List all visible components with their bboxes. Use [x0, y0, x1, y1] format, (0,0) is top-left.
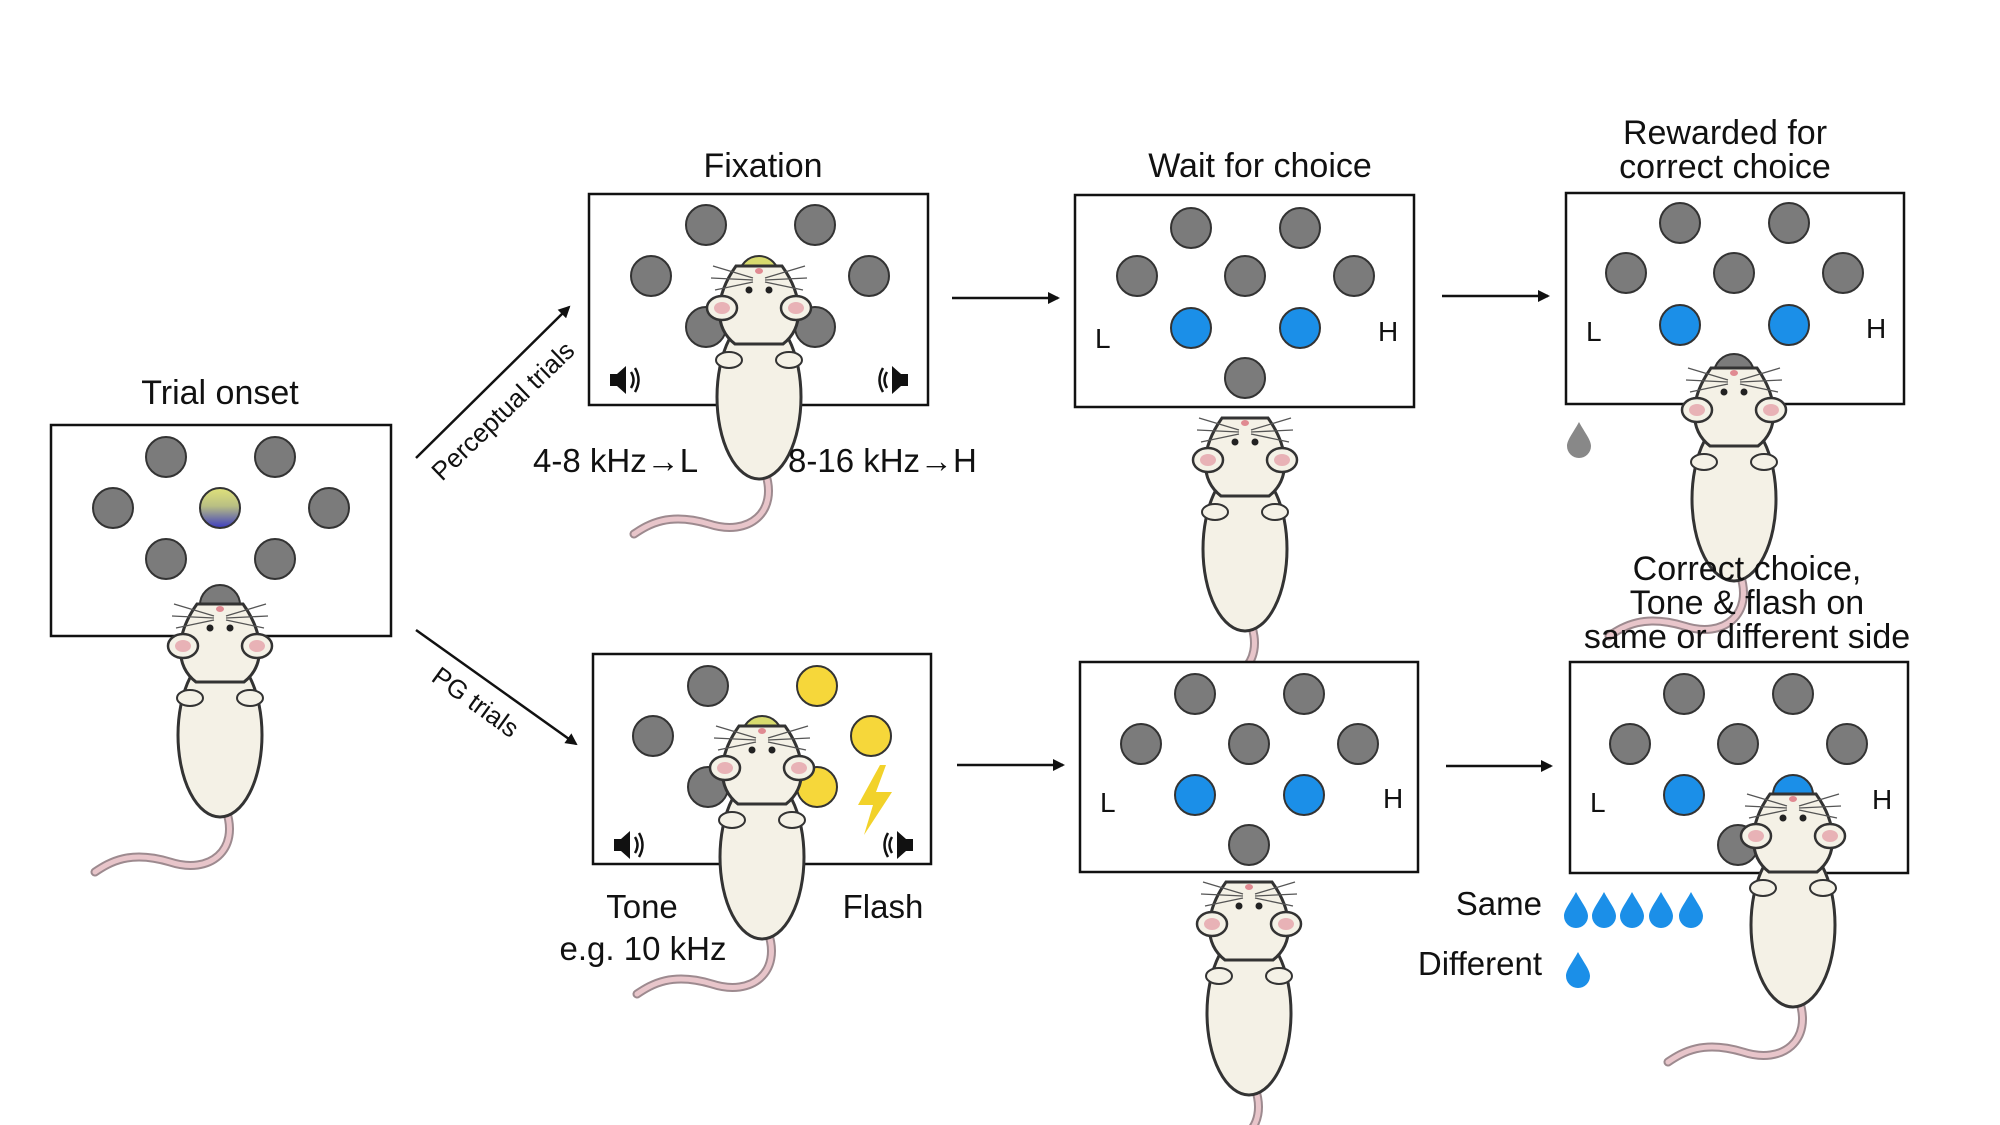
water-drop-icon — [1564, 892, 1703, 928]
arrow-icon — [415, 305, 571, 459]
side-left-label: L — [1095, 323, 1111, 354]
high-frequency-label: 8-16 kHz→H — [788, 442, 977, 479]
tone-label: Tone — [606, 888, 678, 925]
wait-title: Wait for choice — [1148, 147, 1372, 185]
choice-port — [1170, 307, 1321, 349]
side-right-label: H — [1866, 313, 1886, 344]
side-right-label: H — [1383, 783, 1403, 814]
pg-title-line3: same or different side — [1584, 618, 1910, 656]
port-icon — [92, 436, 350, 626]
trial-onset-title: Trial onset — [141, 374, 299, 412]
water-drop-icon — [1566, 952, 1590, 988]
center-port-cue — [199, 487, 241, 529]
rewarded-title-line2: correct choice — [1619, 148, 1831, 186]
side-left-label: L — [1100, 787, 1116, 818]
side-left-label: L — [1586, 316, 1602, 347]
port-icon — [1120, 673, 1379, 866]
choice-port — [1174, 774, 1325, 816]
same-label: Same — [1456, 885, 1542, 922]
side-right-label: H — [1378, 316, 1398, 347]
low-frequency-label: 4-8 kHz→L — [533, 442, 698, 479]
tone-example-label: e.g. 10 kHz — [560, 930, 727, 967]
lightning-icon — [858, 765, 892, 835]
water-drop-icon — [1567, 422, 1591, 458]
pg-title-line2: Tone & flash on — [1630, 584, 1864, 622]
panel-fixation-pg: Tone e.g. 10 kHz Flash — [560, 652, 933, 994]
mouse-icon — [95, 604, 272, 872]
rewarded-title-line1: Rewarded for — [1623, 114, 1827, 152]
panel-fixation: Fixation 4-8 kHz→L 8-16 kHz→H — [533, 147, 977, 534]
panel-trial-onset: Trial onset — [49, 374, 393, 872]
different-label: Different — [1418, 945, 1542, 982]
fixation-title: Fixation — [703, 147, 822, 185]
panel-rewarded-pg: Correct choice, Tone & flash on same or … — [1418, 550, 1910, 1062]
arrow-icon — [415, 628, 578, 746]
choice-port — [1659, 304, 1810, 346]
port-icon — [1609, 673, 1868, 866]
side-left-label: L — [1590, 787, 1606, 818]
pg-title-line1: Correct choice, — [1633, 550, 1862, 588]
port-icon — [1116, 207, 1375, 399]
panel-wait-perceptual: Wait for choice L H — [1073, 147, 1416, 686]
mouse-icon — [1120, 418, 1297, 686]
flash-label: Flash — [843, 888, 924, 925]
mouse-icon — [1124, 882, 1301, 1125]
panel-rewarded: Rewarded for correct choice L H — [1564, 114, 1906, 636]
side-right-label: H — [1872, 784, 1892, 815]
panel-wait-pg: L H — [1078, 660, 1420, 1125]
